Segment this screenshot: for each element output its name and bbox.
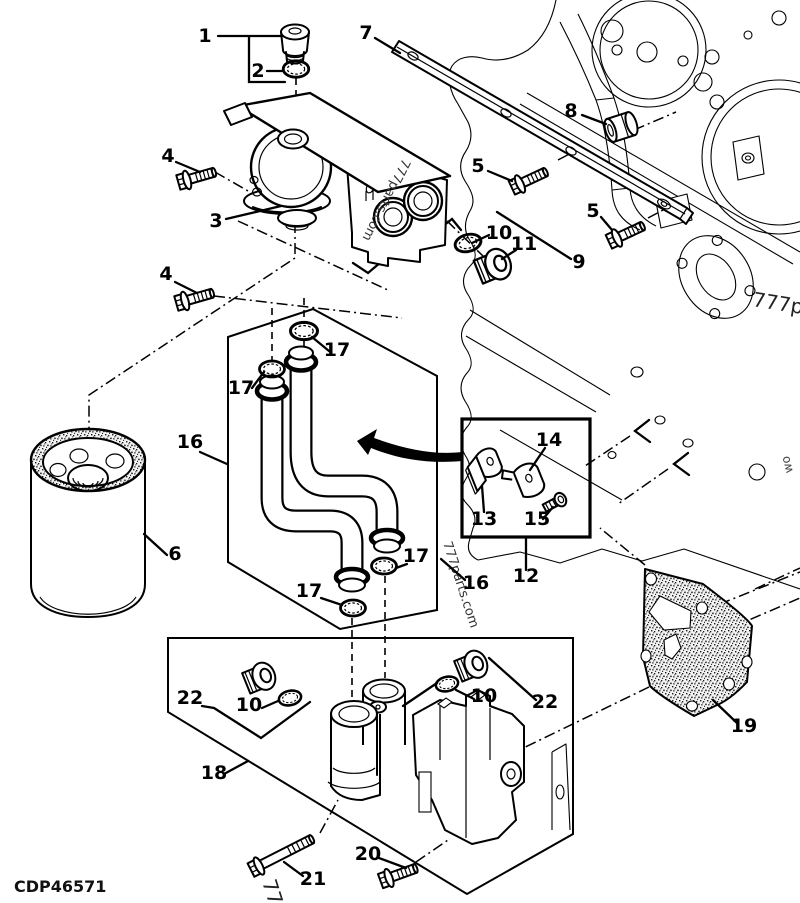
callout-21-bolt: 21 <box>300 868 326 890</box>
callout-4-bolt-b: 4 <box>159 263 172 285</box>
callout-16-tubes-a: 16 <box>177 431 203 453</box>
callout-17-oring-c: 17 <box>403 545 429 567</box>
callout-19-gasket: 19 <box>731 715 757 737</box>
gasket-19 <box>640 568 753 717</box>
callout-22-left: 22 <box>177 687 203 709</box>
valve-housing-group <box>167 637 574 896</box>
callout-18-housing: 18 <box>201 762 227 784</box>
tube-left <box>260 396 364 573</box>
callout-17-oring-b: 17 <box>228 377 254 399</box>
side-edge-watermark: wo <box>778 455 796 475</box>
document-code: CDP46571 <box>14 877 106 896</box>
callout-5-screw-b: 5 <box>586 200 599 222</box>
block-mounting-flange <box>676 234 756 320</box>
callout-13-clamp: 13 <box>471 508 497 530</box>
clamp-14 <box>500 462 546 498</box>
callout-leader-lines <box>142 34 739 878</box>
callout-11-plug: 11 <box>511 233 537 255</box>
callout-1-plug: 1 <box>198 25 211 47</box>
callout-5-screw-a: 5 <box>471 155 484 177</box>
callout-8-bushing: 8 <box>564 100 577 122</box>
cap-screw-21 <box>246 834 316 878</box>
tube-right <box>289 368 399 534</box>
clamp-13 <box>465 447 503 495</box>
callout-10-oring: 10 <box>486 222 512 244</box>
mounting-rail <box>391 40 694 225</box>
oil-filter-6 <box>29 427 147 618</box>
callout-14-clamp: 14 <box>536 429 562 451</box>
callout-22-right: 22 <box>532 691 558 713</box>
callout-2-oring: 2 <box>251 60 264 82</box>
callout-9-plug-assy: 9 <box>572 251 585 273</box>
callout-12-kit: 12 <box>513 565 539 587</box>
callout-20-bolt: 20 <box>355 843 381 865</box>
clamp-kit-inset <box>357 417 592 539</box>
screw-15 <box>541 491 568 513</box>
filter-header-3: 777parts.com <box>223 91 452 267</box>
callout-labels: 1 2 3 4 4 7 5 5 8 9 10 11 6 16 16 17 17 … <box>159 22 757 890</box>
callout-7-rail: 7 <box>359 22 372 44</box>
filler-plug-1 <box>280 23 310 65</box>
callout-6-filter: 6 <box>168 543 181 565</box>
callout-16-tubes-b: 16 <box>463 572 489 594</box>
valve-housing-18 <box>327 678 525 845</box>
bushing-8 <box>603 111 639 143</box>
engine-block <box>448 0 800 831</box>
callout-3-header: 3 <box>209 210 222 232</box>
callout-17-oring-d: 17 <box>296 580 322 602</box>
callout-10-right: 10 <box>471 685 497 707</box>
reference-arrow <box>357 429 462 462</box>
callout-15-screw: 15 <box>524 508 550 530</box>
callout-4-bolt-a: 4 <box>161 145 174 167</box>
callout-10-left: 10 <box>236 694 262 716</box>
callout-17-oring-a: 17 <box>324 339 350 361</box>
